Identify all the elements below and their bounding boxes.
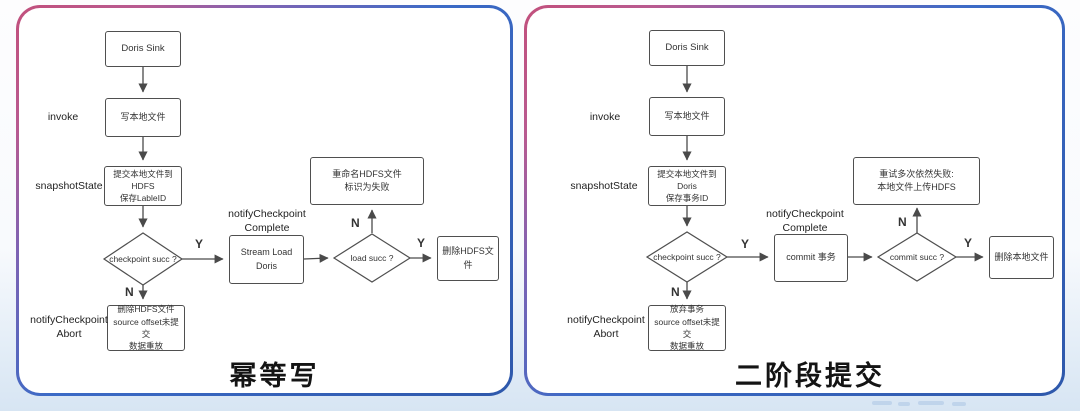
edge-label-commit-no: N (898, 215, 907, 229)
decision-diamond-commit-succ (876, 232, 958, 282)
node-stream-load-doris: Stream Load Doris (229, 235, 304, 284)
flowchart-edges-svg (102, 67, 432, 300)
decision-diamond-checkpoint (102, 232, 184, 286)
watermark-remnant (898, 402, 910, 406)
watermark-remnant (918, 401, 944, 405)
stage-label-notify-complete: notifyCheckpoint Complete (766, 208, 844, 235)
stage-label-snapshot-state: snapshotState (570, 180, 638, 192)
edge-label-load-yes: Y (417, 236, 426, 250)
node-doris-sink: Doris Sink (649, 30, 725, 66)
edge-label-load-no: N (351, 216, 360, 230)
edge-label-checkpoint-no: N (125, 285, 134, 299)
watermark-remnant (952, 402, 966, 406)
watermark-remnant (872, 401, 892, 405)
node-write-local-file: 写本地文件 (105, 98, 181, 137)
panel-title-idempotent-write: 幂等写 (229, 361, 320, 392)
panel-idempotent-write: Doris Sink 写本地文件 提交本地文件到HDFS 保存LableID 重… (16, 5, 513, 396)
node-rename-hdfs-failed: 重命名HDFS文件 标识为失败 (310, 157, 424, 205)
node-abort-replay: 删除HDFS文件 source offset未提交 数据重放 (107, 304, 185, 351)
panel-title-two-phase-commit: 二阶段提交 (735, 361, 885, 392)
edge-label-checkpoint-no: N (671, 285, 680, 299)
node-retry-failed-upload-hdfs: 重试多次依然失败: 本地文件上传HDFS (853, 157, 980, 205)
stage-label-notify-complete: notifyCheckpoint Complete (228, 208, 306, 235)
stage-label-notify-abort: notifyCheckpoint Abort (30, 314, 108, 341)
node-write-local-file: 写本地文件 (649, 97, 725, 136)
diamond-label-load-succ: load succ ? (350, 252, 394, 263)
panel-two-phase-commit-body: Doris Sink 写本地文件 提交本地文件到Doris 保存事务ID 重试多… (527, 8, 1062, 393)
decision-diamond-load-succ (332, 233, 412, 283)
node-commit-to-doris: 提交本地文件到Doris 保存事务ID (648, 166, 726, 206)
node-commit-to-hdfs: 提交本地文件到HDFS 保存LableID (104, 166, 182, 206)
panel-idempotent-write-body: Doris Sink 写本地文件 提交本地文件到HDFS 保存LableID 重… (19, 8, 510, 393)
stage-label-notify-abort: notifyCheckpoint Abort (567, 314, 645, 341)
stage-label-snapshot-state: snapshotState (35, 180, 103, 192)
diamond-label-commit-succ: commit succ ? (889, 251, 945, 262)
panel-two-phase-commit: Doris Sink 写本地文件 提交本地文件到Doris 保存事务ID 重试多… (524, 5, 1065, 396)
diamond-label-checkpoint-succ: checkpoint succ ? (653, 251, 721, 262)
node-abort-replay: 放弃事务 source offset未提交 数据重放 (648, 304, 726, 351)
flowchart-edges-svg (645, 66, 984, 300)
edge-label-commit-yes: Y (964, 236, 973, 250)
stage-label-invoke: invoke (589, 111, 621, 123)
edge-label-checkpoint-yes: Y (741, 237, 750, 251)
node-doris-sink: Doris Sink (105, 31, 181, 67)
node-delete-hdfs-file: 删除HDFS文件 (437, 236, 499, 281)
decision-diamond-checkpoint (645, 231, 729, 283)
edge-label-checkpoint-yes: Y (195, 237, 204, 251)
node-commit-transaction: commit 事务 (774, 234, 848, 282)
stage-label-invoke: invoke (47, 111, 79, 123)
node-delete-local-file: 删除本地文件 (989, 236, 1054, 279)
diamond-label-checkpoint-succ: checkpoint succ ? (109, 253, 177, 264)
